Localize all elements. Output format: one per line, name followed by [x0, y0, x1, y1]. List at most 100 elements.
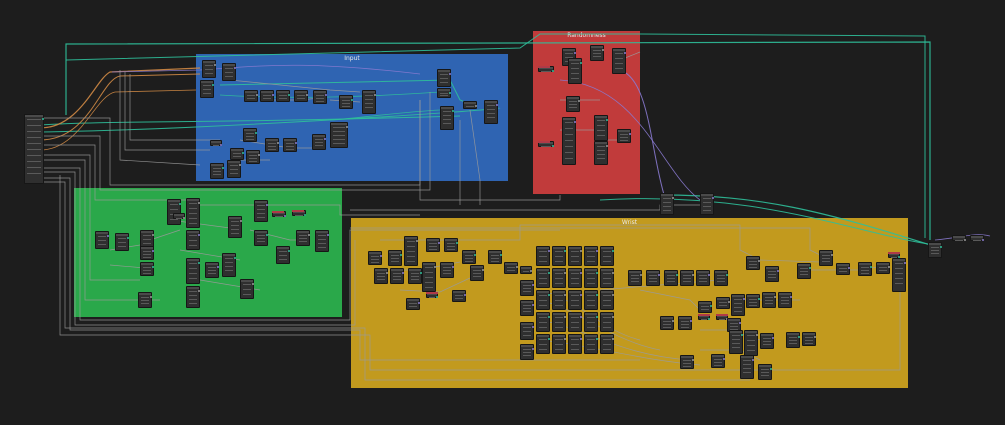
- node-output-socket[interactable]: [564, 250, 566, 252]
- node-output-socket[interactable]: [580, 338, 582, 340]
- graph-node[interactable]: [312, 134, 326, 150]
- graph-node[interactable]: [222, 253, 236, 277]
- graph-node[interactable]: [173, 213, 185, 219]
- node-output-socket[interactable]: [564, 338, 566, 340]
- graph-node[interactable]: [504, 262, 518, 274]
- node-output-socket[interactable]: [456, 242, 458, 244]
- node-output-socket[interactable]: [564, 294, 566, 296]
- graph-node[interactable]: [744, 330, 758, 356]
- node-output-socket[interactable]: [578, 100, 580, 102]
- node-output-socket[interactable]: [256, 94, 258, 96]
- graph-node[interactable]: [440, 262, 454, 278]
- node-output-socket[interactable]: [758, 260, 760, 262]
- graph-node[interactable]: [970, 235, 984, 241]
- node-output-socket[interactable]: [402, 272, 404, 274]
- graph-node[interactable]: [437, 88, 451, 98]
- node-output-socket[interactable]: [831, 254, 833, 256]
- graph-node[interactable]: [276, 246, 290, 264]
- graph-node[interactable]: [294, 90, 308, 102]
- node-output-socket[interactable]: [548, 250, 550, 252]
- graph-node[interactable]: [186, 258, 200, 284]
- graph-node[interactable]: [24, 114, 44, 184]
- graph-node[interactable]: [590, 45, 604, 61]
- node-output-socket[interactable]: [295, 142, 297, 144]
- graph-node[interactable]: [740, 355, 754, 379]
- node-output-socket[interactable]: [284, 215, 286, 217]
- graph-node[interactable]: [552, 334, 566, 354]
- graph-node[interactable]: [95, 231, 109, 249]
- node-output-socket[interactable]: [888, 266, 890, 268]
- node-output-socket[interactable]: [726, 274, 728, 276]
- node-output-socket[interactable]: [374, 94, 376, 96]
- node-output-socket[interactable]: [574, 52, 576, 54]
- node-output-socket[interactable]: [904, 262, 906, 264]
- node-output-socket[interactable]: [612, 272, 614, 274]
- graph-node[interactable]: [138, 292, 152, 308]
- graph-node[interactable]: [600, 268, 614, 288]
- graph-node[interactable]: [836, 263, 850, 275]
- graph-node[interactable]: [552, 312, 566, 332]
- graph-node[interactable]: [536, 312, 550, 332]
- graph-node[interactable]: [536, 246, 550, 266]
- node-output-socket[interactable]: [672, 320, 674, 322]
- graph-node[interactable]: [700, 193, 714, 215]
- graph-node[interactable]: [520, 266, 532, 274]
- node-output-socket[interactable]: [222, 167, 224, 169]
- graph-node[interactable]: [696, 270, 710, 286]
- node-output-socket[interactable]: [612, 250, 614, 252]
- graph-node[interactable]: [746, 294, 760, 308]
- node-output-socket[interactable]: [234, 67, 236, 69]
- graph-node[interactable]: [584, 290, 598, 310]
- graph-node[interactable]: [254, 200, 268, 222]
- graph-node[interactable]: [731, 294, 745, 316]
- graph-node[interactable]: [819, 250, 833, 266]
- node-output-socket[interactable]: [482, 269, 484, 271]
- node-output-socket[interactable]: [532, 326, 534, 328]
- node-output-socket[interactable]: [530, 270, 532, 272]
- graph-node[interactable]: [186, 198, 200, 228]
- node-output-socket[interactable]: [774, 296, 776, 298]
- graph-node[interactable]: [646, 270, 660, 286]
- graph-node[interactable]: [568, 58, 582, 84]
- graph-node[interactable]: [600, 290, 614, 310]
- graph-node[interactable]: [566, 96, 580, 112]
- node-output-socket[interactable]: [346, 126, 348, 128]
- graph-node[interactable]: [404, 236, 418, 266]
- node-output-socket[interactable]: [418, 302, 420, 304]
- node-output-socket[interactable]: [940, 246, 942, 248]
- frame-green[interactable]: [74, 188, 342, 317]
- node-output-socket[interactable]: [596, 316, 598, 318]
- node-output-socket[interactable]: [606, 145, 608, 147]
- node-output-socket[interactable]: [640, 274, 642, 276]
- node-output-socket[interactable]: [325, 94, 327, 96]
- node-output-socket[interactable]: [464, 294, 466, 296]
- node-output-socket[interactable]: [658, 274, 660, 276]
- graph-node[interactable]: [276, 90, 290, 102]
- node-output-socket[interactable]: [449, 73, 451, 75]
- graph-node[interactable]: [520, 322, 534, 340]
- graph-node[interactable]: [374, 268, 388, 284]
- node-output-socket[interactable]: [552, 70, 554, 72]
- graph-node[interactable]: [202, 60, 216, 78]
- graph-node[interactable]: [536, 290, 550, 310]
- node-output-socket[interactable]: [848, 267, 850, 269]
- node-output-socket[interactable]: [324, 138, 326, 140]
- node-output-socket[interactable]: [898, 256, 900, 258]
- node-output-socket[interactable]: [552, 145, 554, 147]
- graph-node[interactable]: [244, 90, 258, 102]
- node-output-socket[interactable]: [380, 255, 382, 257]
- node-output-socket[interactable]: [596, 272, 598, 274]
- graph-node[interactable]: [568, 268, 582, 288]
- node-output-socket[interactable]: [739, 322, 741, 324]
- node-output-socket[interactable]: [692, 359, 694, 361]
- graph-node[interactable]: [283, 138, 297, 152]
- graph-node[interactable]: [390, 268, 404, 284]
- node-output-socket[interactable]: [964, 239, 966, 241]
- node-output-socket[interactable]: [596, 338, 598, 340]
- graph-node[interactable]: [254, 230, 268, 246]
- graph-node[interactable]: [246, 150, 260, 164]
- node-output-socket[interactable]: [580, 250, 582, 252]
- graph-node[interactable]: [584, 334, 598, 354]
- graph-node[interactable]: [520, 280, 534, 296]
